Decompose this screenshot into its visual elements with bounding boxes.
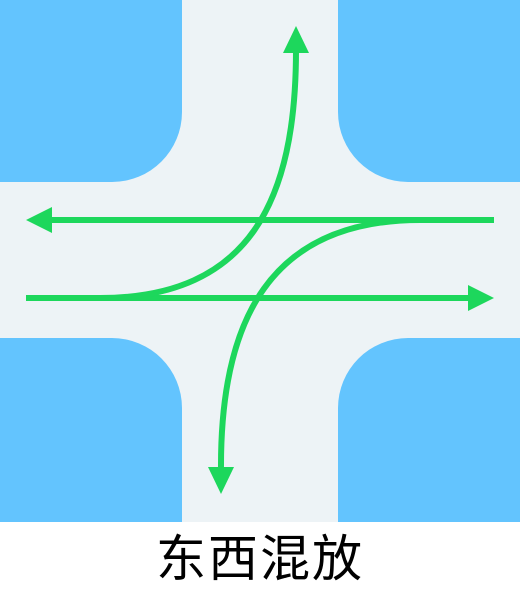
arrowhead-east xyxy=(468,285,494,311)
block-top-right xyxy=(338,0,520,182)
westbound-left-turn-arrow xyxy=(217,217,421,471)
eastbound-left-turn-arrow xyxy=(99,49,299,301)
block-bottom-left xyxy=(0,338,182,522)
diagram-caption: 东西混放 xyxy=(156,530,364,588)
arrowhead-west xyxy=(26,207,52,233)
block-bottom-right xyxy=(338,338,520,522)
block-top-left xyxy=(0,0,182,182)
arrowhead-north xyxy=(283,26,309,53)
intersection-diagram xyxy=(0,0,520,522)
arrowhead-south xyxy=(208,467,234,494)
